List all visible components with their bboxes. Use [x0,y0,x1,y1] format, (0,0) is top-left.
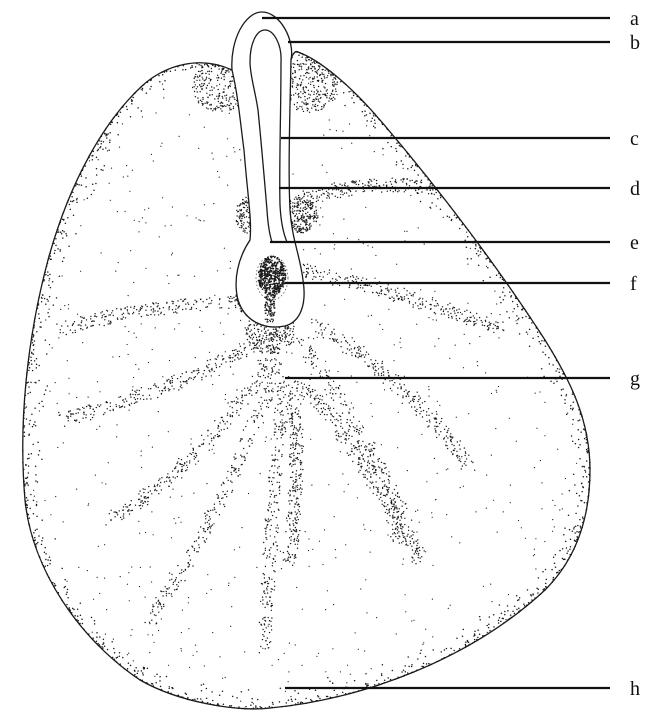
label-h: h [630,678,640,700]
label-g: g [630,368,640,390]
label-b: b [630,32,640,54]
leader-lines [262,18,610,688]
label-c: c [630,128,639,150]
label-a: a [630,8,639,30]
part-labels: a b c d e f g h [630,8,640,700]
radicle-outer-outline [232,12,304,327]
label-e: e [630,232,639,254]
label-d: d [630,178,640,200]
radicle-inner-outline [250,30,287,242]
stipple-dots [22,51,591,710]
label-f: f [630,273,637,295]
seed-body-outline [23,52,590,709]
